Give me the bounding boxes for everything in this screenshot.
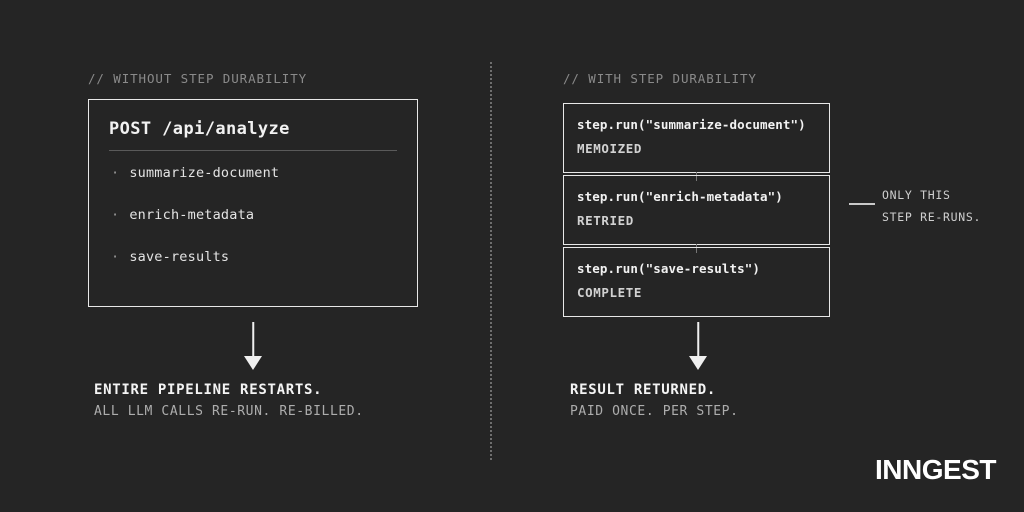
right-outcome-primary: RESULT RETURNED.	[570, 382, 717, 398]
status-badge: RETRIED	[577, 213, 634, 228]
step-card-memoized: step.run("summarize-document") MEMOIZED	[563, 103, 830, 173]
arrow-head	[244, 356, 262, 370]
arrow-stem	[252, 322, 254, 357]
monolith-step-label: summarize-document	[129, 165, 280, 181]
list-item: · summarize-document	[111, 165, 279, 181]
list-item: · enrich-metadata	[111, 207, 254, 223]
status-badge: MEMOIZED	[577, 141, 643, 156]
step-connector-line	[696, 244, 697, 253]
step-code-label: step.run("save-results")	[577, 261, 761, 276]
list-item: · save-results	[111, 249, 229, 265]
bullet-icon: ·	[111, 165, 120, 181]
down-arrow-icon	[244, 322, 262, 372]
monolith-endpoint-title: POST /api/analyze	[109, 119, 290, 139]
status-badge: COMPLETE	[577, 285, 643, 300]
step-card-complete: step.run("save-results") COMPLETE	[563, 247, 830, 317]
step-code-label: step.run("enrich-metadata")	[577, 189, 783, 204]
step-connector-line	[696, 172, 697, 181]
arrow-stem	[697, 322, 699, 357]
step-card-retried: step.run("enrich-metadata") RETRIED	[563, 175, 830, 245]
monolith-step-label: enrich-metadata	[129, 207, 255, 223]
right-outcome-secondary: PAID ONCE. PER STEP.	[570, 404, 739, 419]
step-code-label: step.run("summarize-document")	[577, 117, 806, 132]
left-section-comment: // WITHOUT STEP DURABILITY	[88, 71, 308, 86]
left-outcome-primary: ENTIRE PIPELINE RESTARTS.	[94, 382, 323, 398]
title-divider-rule	[109, 150, 397, 151]
arrow-head	[689, 356, 707, 370]
bullet-icon: ·	[111, 207, 120, 223]
down-arrow-icon	[689, 322, 707, 372]
bullet-icon: ·	[111, 249, 120, 265]
callout-text-line-2: STEP RE-RUNS.	[882, 210, 982, 224]
inngest-logo: INNGEST	[875, 454, 996, 485]
right-section-comment: // WITH STEP DURABILITY	[563, 71, 757, 86]
monolith-step-label: save-results	[129, 249, 230, 265]
left-outcome-secondary: ALL LLM CALLS RE-RUN. RE-BILLED.	[94, 404, 364, 419]
monolith-request-box: POST /api/analyze · summarize-document · e…	[88, 99, 418, 307]
callout-leader-line	[849, 203, 875, 205]
callout-text-line-1: ONLY THIS	[882, 188, 951, 202]
vertical-dotted-divider	[490, 62, 492, 460]
